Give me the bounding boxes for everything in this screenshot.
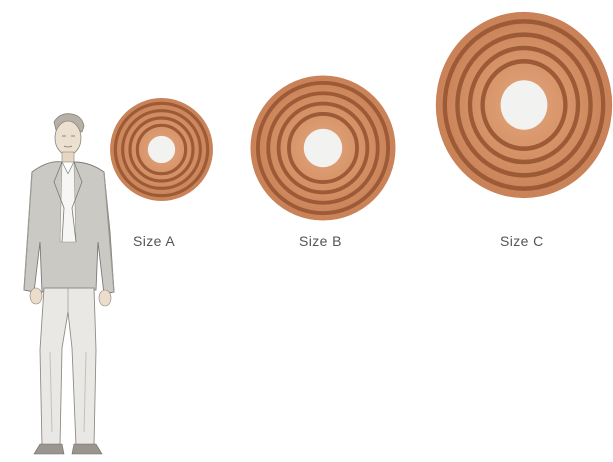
- mirror-size-c: [434, 10, 613, 200]
- round-wooden-mirror-icon: [434, 10, 613, 200]
- round-wooden-mirror-icon: [109, 97, 214, 202]
- size-c-label: Size C: [500, 233, 544, 249]
- round-wooden-mirror-icon: [249, 74, 397, 222]
- size-a-label: Size A: [133, 233, 175, 249]
- mirror-size-a: [109, 97, 214, 202]
- mirror-size-b: [249, 74, 397, 222]
- size-b-label: Size B: [299, 233, 342, 249]
